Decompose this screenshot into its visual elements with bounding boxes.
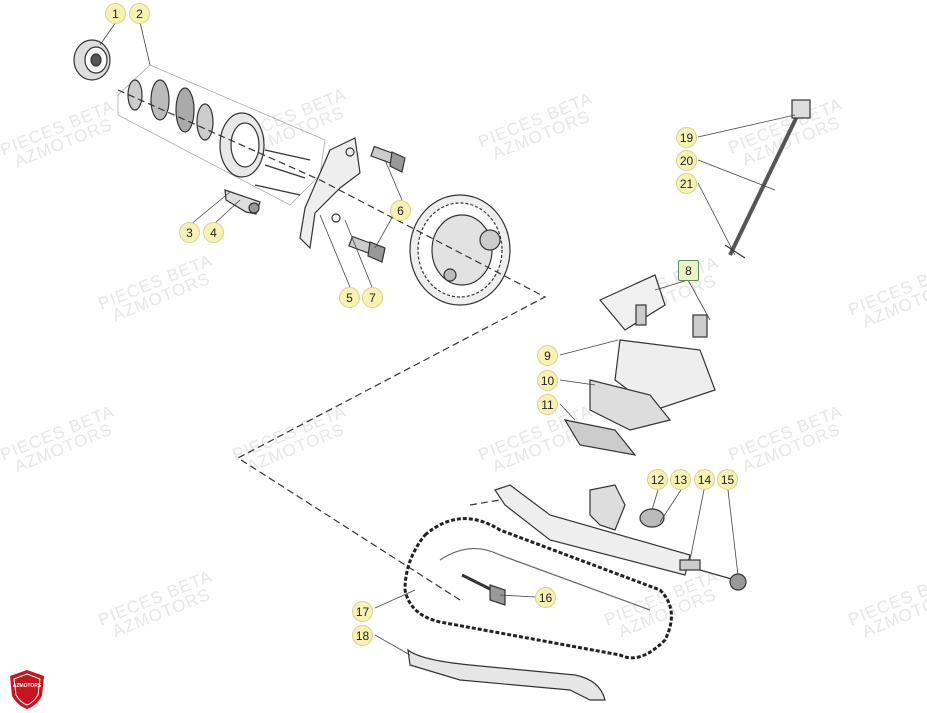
callout-13: 13 <box>670 469 691 490</box>
tensioner-assembly <box>563 274 716 456</box>
callout-4: 4 <box>203 222 224 243</box>
callout-20: 20 <box>676 150 697 171</box>
callout-18: 18 <box>352 625 373 646</box>
callout-1: 1 <box>105 3 126 24</box>
callout-21: 21 <box>676 173 697 194</box>
plate-part <box>299 137 361 250</box>
callout-5: 5 <box>339 287 360 308</box>
rod-part <box>724 99 811 259</box>
chain-guide <box>407 648 606 701</box>
callout-2: 2 <box>129 3 150 24</box>
callout-17: 17 <box>352 601 373 622</box>
callout-16: 16 <box>535 587 556 608</box>
callout-8: 8 <box>678 260 699 281</box>
callout-10: 10 <box>537 370 558 391</box>
timing-chain <box>403 517 673 660</box>
callout-3: 3 <box>179 222 200 243</box>
tensioner-part <box>494 484 747 591</box>
callout-12: 12 <box>647 469 668 490</box>
pin-part <box>224 189 261 215</box>
shield-logo-icon <box>10 670 44 709</box>
callout-7: 7 <box>362 287 383 308</box>
bolt-16-part <box>461 573 506 606</box>
leader-lines <box>99 21 796 656</box>
logo-text: AZMOTORS <box>12 683 42 689</box>
camshaft-part <box>117 64 326 206</box>
callout-11: 11 <box>537 394 558 415</box>
bolt-part <box>348 145 406 263</box>
bearing-part <box>73 39 111 81</box>
sprocket-part <box>409 194 511 306</box>
callout-15: 15 <box>717 469 738 490</box>
callout-6: 6 <box>390 200 411 221</box>
chain-path <box>117 89 547 601</box>
callout-14: 14 <box>694 469 715 490</box>
callout-9: 9 <box>537 345 558 366</box>
callout-19: 19 <box>676 127 697 148</box>
